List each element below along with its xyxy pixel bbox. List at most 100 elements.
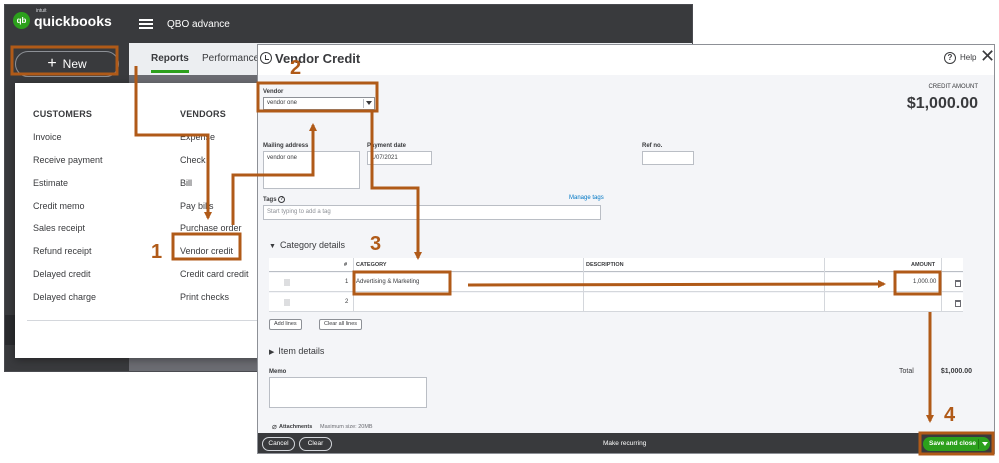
menu-item-receive-payment[interactable]: Receive payment <box>33 155 103 165</box>
mailing-address-label: Mailing address <box>263 143 309 149</box>
save-and-close-button[interactable]: Save and close <box>923 437 990 451</box>
tags-input[interactable]: Start typing to add a tag <box>263 205 601 220</box>
tab-performance[interactable]: Performance <box>202 53 260 64</box>
menu-item-delayed-charge[interactable]: Delayed charge <box>33 292 97 302</box>
vendor-credit-modal: Vendor Credit ? Help ✕ Vendor vendor one… <box>257 44 995 454</box>
row-category[interactable]: Advertising & Marketing <box>356 279 420 285</box>
category-details-label: Category details <box>279 240 345 250</box>
drag-handle-icon[interactable] <box>284 299 290 306</box>
split-divider <box>978 439 979 449</box>
column-divider <box>824 258 825 312</box>
table-header: # CATEGORY DESCRIPTION AMOUNT <box>269 258 963 272</box>
help-link[interactable]: Help <box>960 53 977 62</box>
row-amount[interactable]: 1,000.00 <box>913 279 937 285</box>
chevron-down-icon <box>366 101 372 105</box>
triangle-right-icon: ▶ <box>269 349 275 356</box>
paperclip-icon[interactable]: ⌀ <box>272 422 277 431</box>
menu-item-estimate[interactable]: Estimate <box>33 178 69 188</box>
memo-field[interactable] <box>269 377 427 408</box>
history-icon[interactable] <box>260 52 272 64</box>
make-recurring-link[interactable]: Make recurring <box>603 440 647 447</box>
tags-label: Tags ? <box>263 196 286 204</box>
hamburger-menu-icon[interactable] <box>139 19 153 29</box>
clear-all-lines-button[interactable]: Clear all lines <box>319 319 363 330</box>
total-label: Total <box>899 368 914 375</box>
tags-label-text: Tags <box>263 197 277 204</box>
total-value: $1,000.00 <box>940 368 972 375</box>
header-category: CATEGORY <box>356 262 387 268</box>
save-and-close-label: Save and close <box>929 440 976 447</box>
cancel-button[interactable]: Cancel <box>262 437 295 451</box>
menu-item-expense[interactable]: Expense <box>180 132 216 142</box>
mailing-address-field[interactable]: vendor one <box>263 151 360 189</box>
modal-footer: Cancel Clear Make recurring Save and clo… <box>258 433 994 453</box>
column-divider <box>583 258 584 312</box>
company-name: QBO advance <box>167 18 230 30</box>
menu-item-invoice[interactable]: Invoice <box>33 132 62 142</box>
menu-item-refund-receipt[interactable]: Refund receipt <box>33 246 92 256</box>
menu-item-credit-memo[interactable]: Credit memo <box>33 201 85 211</box>
column-divider <box>941 258 942 312</box>
row-num: 1 <box>345 279 349 285</box>
step-number-3: 3 <box>370 233 382 255</box>
customers-heading: CUSTOMERS <box>33 109 93 119</box>
vendor-select-value: vendor one <box>267 100 298 106</box>
payment-date-field[interactable]: 1/07/2021 <box>367 151 432 165</box>
step-number-1: 1 <box>151 241 163 263</box>
credit-amount-value: $1,000.00 <box>906 95 978 112</box>
quickbooks-logo[interactable]: qb quickbooks <box>13 12 112 29</box>
menu-item-check[interactable]: Check <box>180 155 206 165</box>
menu-item-vendor-credit[interactable]: Vendor credit <box>180 246 234 256</box>
menu-divider <box>27 320 303 321</box>
menu-item-credit-card-credit[interactable]: Credit card credit <box>180 269 249 279</box>
table-row[interactable]: 1 Advertising & Marketing 1,000.00 <box>269 273 963 292</box>
item-details-toggle[interactable]: ▶Item details <box>269 346 324 356</box>
modal-header: Vendor Credit ? Help ✕ <box>258 45 995 75</box>
payment-date-label: Payment date <box>367 143 407 149</box>
menu-item-print-checks[interactable]: Print checks <box>180 292 230 302</box>
vendors-heading: VENDORS <box>180 109 226 119</box>
manage-tags-link[interactable]: Manage tags <box>569 195 604 201</box>
ref-no-label: Ref no. <box>642 143 663 149</box>
question-icon[interactable]: ? <box>278 196 286 203</box>
triangle-down-icon: ▼ <box>269 243 276 250</box>
vendor-label: Vendor <box>263 89 284 95</box>
drag-handle-icon[interactable] <box>284 279 290 286</box>
attachments-label: Attachments <box>279 424 313 430</box>
table-row[interactable]: 2 <box>269 293 963 312</box>
help-icon[interactable]: ? <box>944 52 956 64</box>
plus-icon: + <box>47 55 57 72</box>
menu-item-bill[interactable]: Bill <box>180 178 193 188</box>
credit-amount-label: CREDIT AMOUNT <box>928 84 978 90</box>
header-amount: AMOUNT <box>911 262 936 268</box>
menu-item-pay-bills[interactable]: Pay bills <box>180 201 214 211</box>
column-divider <box>353 258 354 312</box>
quickbooks-logo-icon: qb <box>13 12 30 29</box>
item-details-label: Item details <box>278 346 325 356</box>
category-details-toggle[interactable]: ▼Category details <box>269 240 345 250</box>
header-num: # <box>344 262 348 268</box>
new-button-label: New <box>62 57 87 71</box>
row-num: 2 <box>345 299 349 305</box>
close-icon[interactable]: ✕ <box>980 46 995 66</box>
add-lines-button[interactable]: Add lines <box>269 319 302 330</box>
select-divider <box>363 99 364 108</box>
new-button[interactable]: + New <box>15 51 119 77</box>
menu-item-delayed-credit[interactable]: Delayed credit <box>33 269 91 279</box>
logo-text: quickbooks <box>34 12 112 29</box>
ref-no-field[interactable] <box>642 151 694 165</box>
step-number-2: 2 <box>290 57 302 79</box>
top-bar: QBO advance <box>129 5 692 43</box>
trash-icon[interactable] <box>955 280 961 287</box>
modal-title: Vendor Credit <box>275 51 361 66</box>
chevron-down-icon[interactable] <box>982 442 988 446</box>
trash-icon[interactable] <box>955 300 961 307</box>
clear-button[interactable]: Clear <box>299 437 332 451</box>
vendor-select[interactable]: vendor one <box>263 97 375 110</box>
header-description: DESCRIPTION <box>586 262 624 268</box>
tab-reports[interactable]: Reports <box>151 53 189 73</box>
menu-item-purchase-order[interactable]: Purchase order <box>180 223 242 233</box>
menu-item-sales-receipt[interactable]: Sales receipt <box>33 223 86 233</box>
attachment-max-size: Maximum size: 20MB <box>320 424 373 430</box>
